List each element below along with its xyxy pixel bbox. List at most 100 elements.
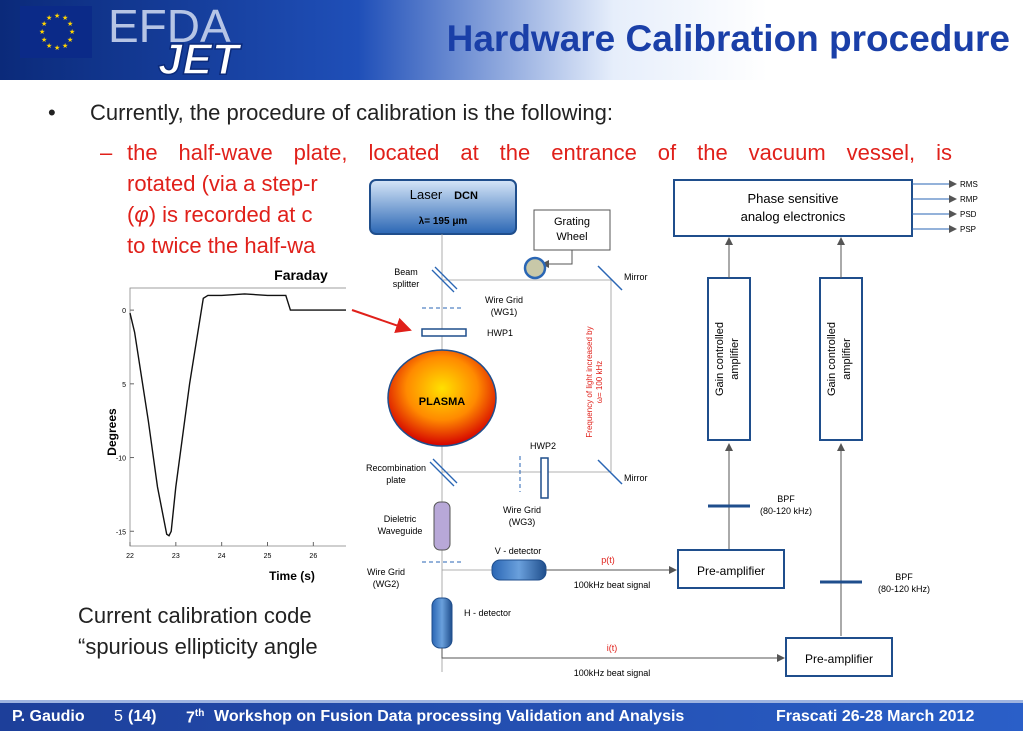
svg-text:Gain controlled: Gain controlled [826, 322, 838, 396]
header: ★★★ ★★★ ★★★ ★★★ EFDA JET Hardware Calibr… [0, 0, 1023, 85]
svg-text:amplifier: amplifier [841, 338, 853, 380]
svg-text:Pre-amplifier: Pre-amplifier [697, 564, 765, 578]
grating-label-1: Grating [554, 216, 590, 228]
wg3-label-1: Wire Grid [503, 505, 541, 515]
svg-text:★: ★ [54, 44, 60, 52]
bpf-1-label-2: (80-120 kHz) [760, 506, 812, 516]
footer-page: 5 [114, 708, 123, 725]
footer-total: (14) [128, 708, 157, 725]
wg1-label-2: (WG1) [491, 307, 518, 317]
plasma-icon [387, 349, 497, 447]
footer-divider [0, 700, 1023, 703]
v-detector-label: V - detector [495, 546, 542, 556]
frequency-label-1: Frequency of light increased by [585, 326, 594, 437]
x-tick-label: 24 [218, 553, 226, 560]
bullet-text: Currently, the procedure of calibration … [90, 100, 613, 125]
header-banner [0, 0, 1023, 80]
pointer-arrow [351, 309, 412, 333]
svg-text:★: ★ [69, 28, 75, 36]
sub-bullet-line-1: the half-wave plate, located at the entr… [127, 140, 952, 165]
grating-arrow [541, 250, 573, 268]
phi-symbol: φ [134, 202, 149, 227]
mirror-bottom-label: Mirror [624, 473, 648, 483]
wg2-label-2: (WG2) [373, 579, 400, 589]
footer-location: Frascati 26-28 March 2012 [776, 708, 975, 725]
grating-wheel-icon [523, 256, 547, 280]
beam-splitter-icon [434, 266, 458, 290]
laser-dcn: DCN [454, 190, 478, 202]
mirror-top-label: Mirror [624, 272, 648, 282]
pre-amplifier-2: Pre-amplifier [785, 637, 893, 677]
phase-label-2: analog electronics [741, 209, 846, 224]
wg2-label-1: Wire Grid [367, 567, 405, 577]
hwp1-icon [421, 328, 467, 337]
eu-flag-icon: ★★★ ★★★ ★★★ ★★★ [20, 6, 92, 58]
svg-text:★: ★ [41, 20, 47, 28]
p-t-label: p(t) [601, 555, 615, 565]
beat-signal-2-label: 100kHz beat signal [574, 668, 651, 678]
gain-amplifier-1: Gain controlled amplifier [707, 277, 751, 441]
dielectric-label-2: Waveguide [378, 526, 423, 536]
y-tick-label: 5 [122, 382, 126, 389]
recombination-label-2: plate [386, 475, 406, 485]
footer-author: P. Gaudio [12, 708, 85, 725]
y-tick-label: 0 [122, 308, 126, 315]
h-detector-icon [431, 597, 453, 649]
x-tick-label: 22 [126, 553, 134, 560]
svg-text:★: ★ [39, 28, 45, 36]
output-rmp: RMP [960, 195, 978, 204]
frequency-label-2: ω= 100 kHz [595, 361, 604, 404]
plasma-label: PLASMA [419, 396, 466, 408]
i-t-label: i(t) [607, 643, 618, 653]
svg-text:★: ★ [46, 14, 52, 22]
recombination-label-1: Recombination [366, 463, 426, 473]
h-detector-label: H - detector [464, 608, 511, 618]
x-tick-label: 23 [172, 553, 180, 560]
x-tick-label: 25 [264, 553, 272, 560]
wg3-label-2: (WG3) [509, 517, 536, 527]
svg-text:★: ★ [62, 42, 68, 50]
x-tick-label: 26 [309, 553, 317, 560]
i-signal-line [441, 648, 785, 662]
beam-splitter-label-1: Beam [394, 267, 418, 277]
hwp2-label: HWP2 [530, 441, 556, 451]
sub-bullet-line-2: rotated (via a step-r [127, 171, 318, 196]
laser-wavelength: λ= 195 μm [419, 216, 468, 227]
x-axis-label: Time (s) [269, 569, 315, 583]
series-line [129, 293, 350, 537]
bullet-marker: • [48, 100, 56, 125]
beam-splitter-label-2: splitter [393, 279, 420, 289]
efda-jet-logo: EFDA JET [108, 0, 308, 85]
gain-amplifier-2: Gain controlled amplifier [819, 277, 863, 441]
phase-sensitive-box: Phase sensitive analog electronics [673, 179, 913, 237]
svg-text:★: ★ [62, 14, 68, 22]
polarimeter-diagram: Laser DCN λ= 195 μm Grating Wheel Mirror… [346, 172, 1023, 692]
bpf-1-label-1: BPF [777, 494, 795, 504]
mirror-bottom-icon [597, 459, 623, 485]
dielectric-waveguide-icon [433, 501, 451, 551]
svg-text:JET: JET [158, 35, 242, 76]
laser-title: Laser [410, 187, 443, 202]
bpf-2-label-1: BPF [895, 572, 913, 582]
mirror-top-icon [597, 265, 623, 291]
calibration-code-line-2: “spurious ellipticity angle [78, 634, 318, 659]
recombination-plate-icon [432, 458, 458, 484]
bpf-2-label-2: (80-120 kHz) [878, 584, 930, 594]
y-tick-label: -10 [116, 456, 126, 463]
hwp1-label: HWP1 [487, 328, 513, 338]
sub-bullet-dash: – [100, 140, 113, 165]
svg-text:★: ★ [67, 36, 73, 44]
phase-label-1: Phase sensitive [747, 191, 838, 206]
output-psd: PSD [960, 210, 977, 219]
plot-area [129, 287, 351, 547]
svg-text:EFDA: EFDA [108, 2, 231, 52]
footer-workshop: Workshop on Fusion Data processing Valid… [214, 708, 685, 725]
wg1-label-1: Wire Grid [485, 295, 523, 305]
pre-amplifier-1: Pre-amplifier [677, 549, 785, 589]
sub-bullet-line-3: (φ) is recorded at c [127, 202, 313, 227]
v-detector-icon [491, 559, 547, 581]
beat-signal-1-label: 100kHz beat signal [574, 580, 651, 590]
svg-text:★: ★ [46, 42, 52, 50]
sub-bullet-line-4: to twice the half-wa [127, 233, 316, 258]
